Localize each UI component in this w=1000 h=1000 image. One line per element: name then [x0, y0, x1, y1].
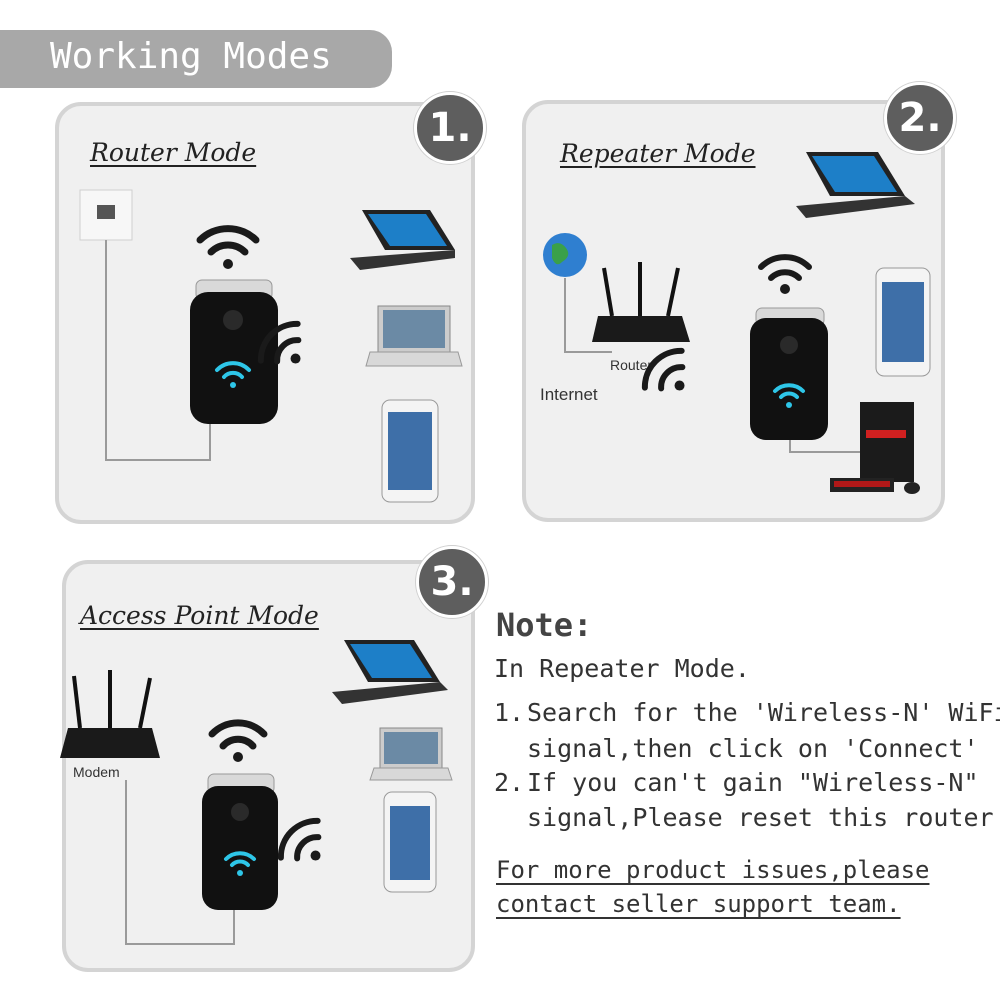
modem-label: Modem — [73, 764, 120, 780]
access-point-mode-title: Access Point Mode — [80, 601, 319, 630]
note-title: Note: — [496, 606, 593, 644]
ethernet-cable — [105, 240, 211, 461]
convertible-laptop-icon — [332, 640, 448, 704]
step-badge-2: 2. — [884, 82, 956, 154]
wifi-broadcast-icon — [257, 320, 302, 365]
ethernet-cable — [125, 780, 235, 945]
smartphone-icon — [381, 399, 439, 503]
note-step-2-line-1: If you can't gain "Wireless-N" — [527, 768, 979, 797]
step-badge-3: 3. — [416, 546, 488, 618]
wifi-extender-device — [750, 307, 828, 440]
note-step-2-number: 2. — [494, 768, 525, 797]
support-link-line-2[interactable]: contact seller support team. — [496, 890, 901, 918]
note-step-2-line-2: signal,Please reset this router — [527, 803, 994, 832]
wall-socket-icon — [79, 189, 133, 241]
pc-cable — [789, 440, 860, 453]
note-intro: In Repeater Mode. — [494, 654, 750, 683]
header-banner — [0, 30, 392, 88]
convertible-laptop-icon — [796, 152, 915, 218]
internet-label: Internet — [540, 385, 598, 404]
router-wifi-icon — [641, 347, 686, 392]
router-mode-title: Router Mode — [90, 138, 257, 167]
smartphone-icon — [875, 267, 931, 377]
note-step-1-number: 1. — [494, 698, 525, 727]
note-step-1-line-1: Search for the 'Wireless-N' WiFi — [527, 698, 1000, 727]
support-link-line-1[interactable]: For more product issues,please — [496, 856, 930, 884]
internet-cable — [564, 278, 612, 353]
repeater-mode-title: Repeater Mode — [560, 139, 756, 168]
smartphone-icon — [383, 791, 437, 893]
step-badge-1: 1. — [414, 92, 486, 164]
note-step-1-line-2: signal,then click on 'Connect' — [527, 734, 979, 763]
globe-icon — [543, 233, 587, 277]
laptop-icon — [369, 727, 453, 781]
wifi-signal-icon — [758, 254, 812, 294]
desktop-pc-icon — [830, 402, 920, 494]
wifi-signal-icon — [196, 225, 260, 269]
wifi-broadcast-icon — [277, 817, 322, 862]
wifi-extender-device — [190, 279, 278, 424]
convertible-laptop-icon — [350, 210, 455, 270]
router-label: Router — [610, 357, 652, 373]
page-title: Working Modes — [50, 36, 332, 77]
laptop-icon — [365, 305, 463, 367]
wifi-extender-device — [202, 773, 278, 910]
router-icon — [592, 262, 690, 342]
wifi-signal-icon — [208, 719, 268, 762]
modem-icon — [60, 670, 160, 758]
